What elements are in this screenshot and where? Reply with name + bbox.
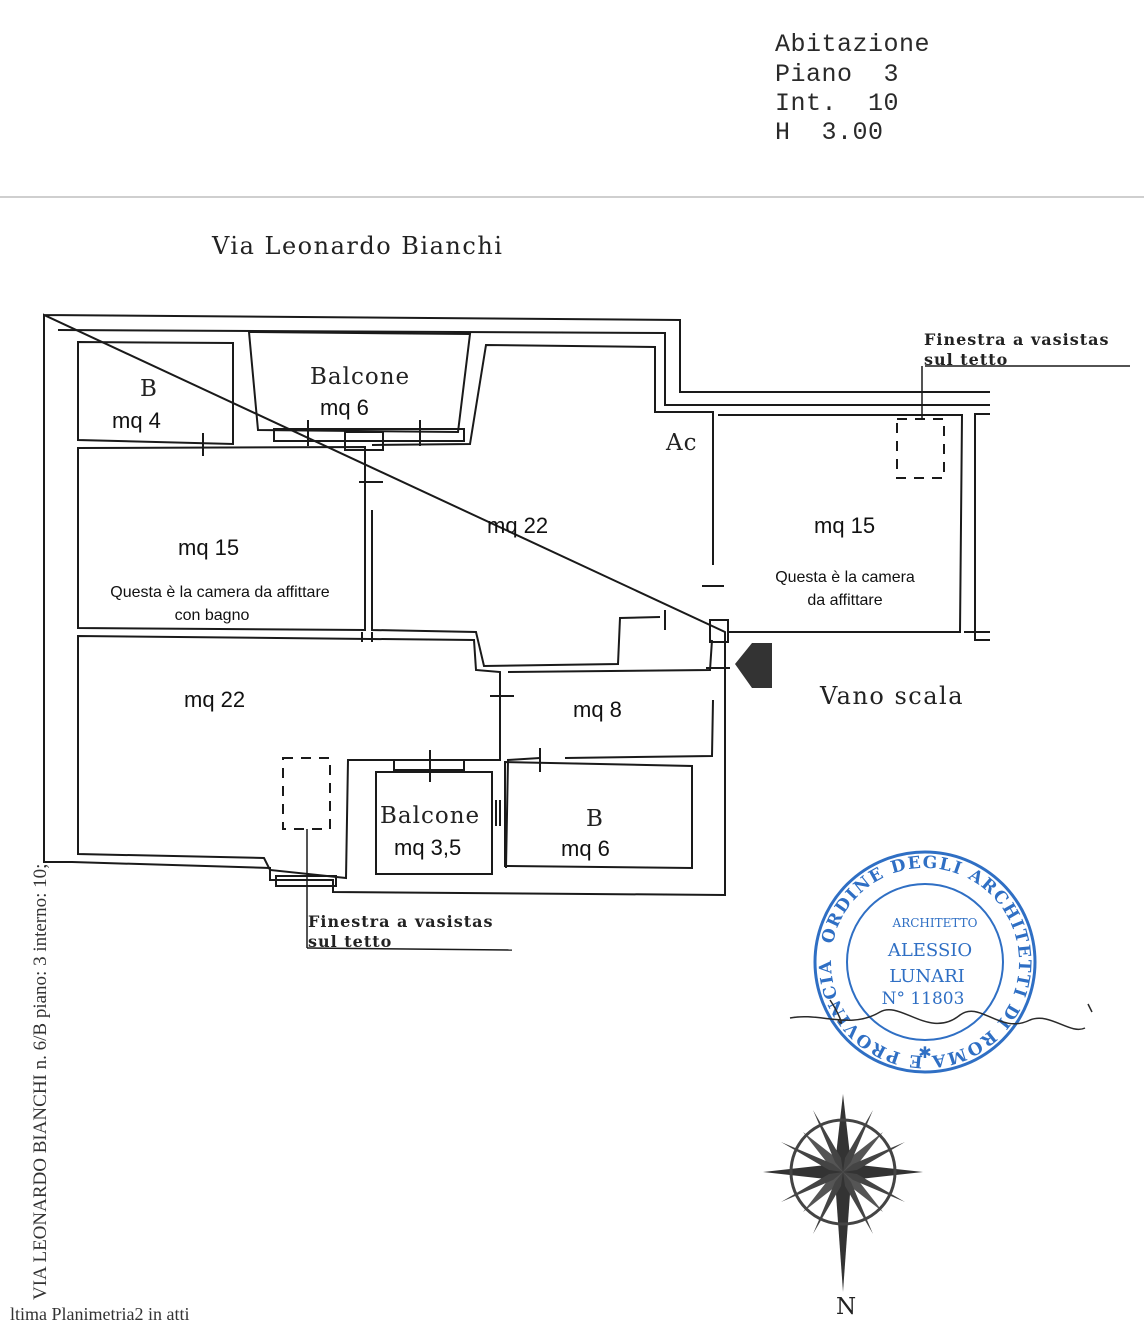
svg-text:✱: ✱ bbox=[918, 1043, 931, 1062]
signature bbox=[789, 999, 1093, 1031]
finestra-bottom-line-2: sul tetto bbox=[308, 932, 393, 951]
b-bottom-area: mq 6 bbox=[561, 836, 610, 861]
header-line-1: Abitazione bbox=[775, 30, 931, 59]
room-right-15 bbox=[718, 414, 964, 633]
balcone-bottom-area: mq 3,5 bbox=[394, 835, 462, 860]
finestra-top-line-1: Finestra a vasistas bbox=[924, 330, 1110, 349]
right-room-note-2: da affittare bbox=[807, 592, 883, 609]
room-balcone-top bbox=[247, 330, 472, 434]
room-b-top bbox=[77, 340, 234, 446]
stamp-name-2: LUNARI bbox=[889, 966, 965, 987]
compass-north-label: N bbox=[836, 1294, 858, 1320]
openings bbox=[202, 420, 730, 887]
architect-stamp: ORDINE DEGLI ARCHITETTI DI ROMA E PROVIN… bbox=[813, 850, 1037, 1074]
room-b-bottom bbox=[504, 760, 693, 870]
entrance-arrow bbox=[735, 643, 772, 688]
room-balcone-bottom bbox=[375, 771, 493, 875]
room-lower-22 bbox=[77, 634, 501, 880]
left-room-note-2: con bagno bbox=[174, 607, 250, 624]
street-name: Via Leonardo Bianchi bbox=[212, 232, 504, 260]
footer-text: ltima Planimetria2 in atti bbox=[10, 1304, 190, 1324]
balcone-bottom-label: Balcone bbox=[380, 803, 481, 829]
center-room-area: mq 22 bbox=[487, 513, 549, 538]
finestra-bottom-line-1: Finestra a vasistas bbox=[308, 912, 494, 931]
stamp-ring-text: ORDINE DEGLI ARCHITETTI DI ROMA E PROVIN… bbox=[816, 853, 1034, 1072]
scan-separator bbox=[0, 196, 1144, 198]
stamp-number: N° 11803 bbox=[882, 989, 965, 1009]
stamp-name-1: ALESSIO bbox=[887, 940, 972, 961]
skylight-top bbox=[896, 418, 945, 479]
header-line-4: H 3.00 bbox=[775, 118, 884, 147]
left-room-note-1: Questa è la camera da affittare bbox=[110, 584, 330, 601]
side-address-text: VIA LEONARDO BIANCHI n. 6/B piano: 3 int… bbox=[30, 863, 51, 1300]
header-line-2: Piano 3 bbox=[775, 60, 900, 89]
outer-wall-inner bbox=[57, 329, 990, 406]
right-room-area: mq 15 bbox=[814, 513, 876, 538]
b-top-area: mq 4 bbox=[112, 408, 161, 433]
stamp-title: ARCHITETTO bbox=[892, 916, 978, 930]
room-center-22 bbox=[371, 343, 714, 565]
header-line-3: Int. 10 bbox=[775, 89, 900, 118]
balcone-top-area: mq 6 bbox=[320, 395, 369, 420]
compass-rose bbox=[763, 1094, 923, 1292]
lower-left-area: mq 22 bbox=[184, 687, 246, 712]
room-hall-8 bbox=[505, 639, 714, 869]
b-bottom-label: B bbox=[586, 806, 604, 832]
vano-scala-label: Vano scala bbox=[820, 682, 965, 710]
hall-area: mq 8 bbox=[573, 697, 622, 722]
b-top-label: B bbox=[140, 376, 158, 402]
right-room-note-1: Questa è la camera bbox=[775, 569, 915, 586]
ac-label: Ac bbox=[666, 430, 698, 456]
room-left-15 bbox=[77, 445, 366, 632]
left-room-area: mq 15 bbox=[178, 535, 240, 560]
skylight-bottom bbox=[282, 757, 331, 830]
finestra-top-line-2: sul tetto bbox=[924, 350, 1009, 369]
balcone-top-label: Balcone bbox=[310, 364, 411, 390]
